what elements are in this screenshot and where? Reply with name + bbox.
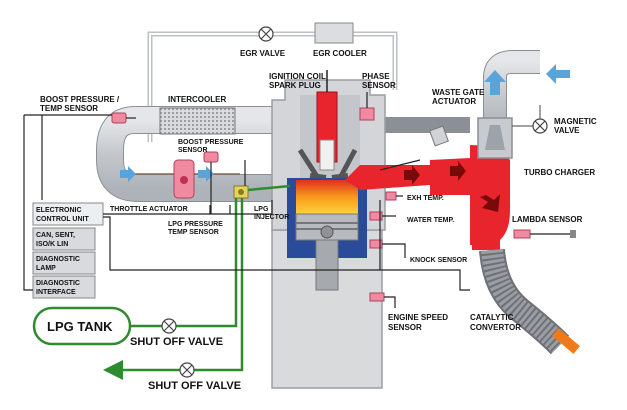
lpg-injector-icon bbox=[233, 185, 249, 199]
lpg-tank bbox=[32, 306, 132, 346]
shut-off-valve-label-1: SHUT OFF VALVE bbox=[130, 336, 223, 348]
throttle-actuator-icon bbox=[173, 159, 195, 199]
catalytic-convertor-pipe bbox=[479, 248, 580, 355]
can-label-2: ISO/K LIN bbox=[36, 241, 68, 248]
knock-sensor-label: KNOCK SENSOR bbox=[410, 257, 467, 264]
lambda-sensor-icon bbox=[513, 229, 576, 239]
water-temp-label: WATER TEMP. bbox=[407, 217, 454, 224]
lambda-sensor-label: LAMBDA SENSOR bbox=[512, 215, 583, 224]
boost-temp-label-2: TEMP SENSOR bbox=[40, 104, 98, 113]
boost-sensor-label-1: BOOST PRESSURE bbox=[178, 139, 244, 146]
boost-temp-sensor-icon bbox=[111, 112, 127, 124]
diag-lamp-label-2: LAMP bbox=[36, 265, 56, 272]
intercooler-label: INTERCOOLER bbox=[168, 95, 226, 104]
ecu-label-1: ELECTRONIC bbox=[36, 207, 82, 214]
left-interface-boxes bbox=[32, 227, 96, 299]
intercooler bbox=[159, 107, 236, 135]
ecu-label-2: CONTROL UNIT bbox=[36, 216, 89, 223]
lpg-injector-label-2: INJECTOR bbox=[254, 214, 289, 221]
exhaust-valve bbox=[331, 148, 358, 181]
phase-sensor-icon bbox=[359, 92, 375, 121]
shut-off-valve-2-icon bbox=[179, 362, 195, 378]
waste-gate-label-1: WASTE GATE bbox=[432, 88, 485, 97]
magnetic-valve-icon bbox=[512, 105, 548, 134]
lpg-pressure-label-1: LPG PRESSURE bbox=[168, 221, 223, 228]
turbo-charger-label: TURBO CHARGER bbox=[524, 168, 595, 177]
catalytic-label-1: CATALYTIC bbox=[470, 313, 514, 322]
catalytic-label-2: CONVERTOR bbox=[470, 323, 521, 332]
throttle-actuator-label: THROTTLE ACTUATOR bbox=[110, 206, 188, 213]
diag-iface-label-1: DIAGNOSTIC bbox=[36, 280, 80, 287]
turbo-charger bbox=[477, 117, 513, 159]
exh-temp-sensor-icon bbox=[385, 191, 397, 201]
diag-lamp-label-1: DIAGNOSTIC bbox=[36, 256, 80, 263]
ignition-coil bbox=[316, 70, 338, 171]
shut-off-valve-label-2: SHUT OFF VALVE bbox=[148, 380, 241, 392]
airflow-arrows bbox=[120, 64, 570, 182]
intake-air-arrow-icon bbox=[484, 70, 506, 95]
engine-speed-label-1: ENGINE SPEED bbox=[388, 313, 448, 322]
magnetic-valve-label-1: MAGNETIC bbox=[554, 117, 597, 126]
shut-off-valve-icon bbox=[161, 318, 177, 334]
waste-gate-actuator-icon bbox=[429, 125, 449, 147]
spark-plug-label: SPARK PLUG bbox=[269, 81, 321, 90]
lpg-pressure-label-2: TEMP SENSOR bbox=[168, 229, 219, 236]
engine-speed-label-2: SENSOR bbox=[388, 323, 422, 332]
signal-wires bbox=[23, 114, 470, 308]
diag-iface-label-2: INTERFACE bbox=[36, 289, 76, 296]
intake-valve bbox=[297, 148, 327, 181]
lpg-gas-lines bbox=[103, 184, 291, 380]
phase-sensor-label-2: SENSOR bbox=[362, 81, 396, 90]
engine-speed-sensor-icon bbox=[369, 292, 385, 302]
exhaust-flow-arrows bbox=[404, 161, 500, 212]
lpg-tank-label: LPG TANK bbox=[47, 319, 113, 334]
egr-valve-label: EGR VALVE bbox=[240, 49, 286, 58]
ignition-coil-label: IGNITION COIL bbox=[269, 72, 326, 81]
egr-cooler-label: EGR COOLER bbox=[313, 49, 367, 58]
waste-gate-label-2: ACTUATOR bbox=[432, 97, 476, 106]
magnetic-valve-label-2: VALVE bbox=[554, 126, 580, 135]
boost-sensor-label-2: SENSOR bbox=[178, 147, 208, 154]
egr-valve-icon bbox=[258, 26, 274, 42]
phase-sensor-label-1: PHASE bbox=[362, 72, 390, 81]
can-label-1: CAN, SENT, bbox=[36, 232, 75, 239]
egr-cooler bbox=[314, 22, 354, 44]
exh-temp-label: EXH TEMP. bbox=[407, 195, 444, 202]
cylinder bbox=[287, 178, 367, 291]
boost-temp-label-1: BOOST PRESSURE / bbox=[40, 95, 120, 104]
lpg-injector-label-1: LPG bbox=[254, 206, 269, 213]
